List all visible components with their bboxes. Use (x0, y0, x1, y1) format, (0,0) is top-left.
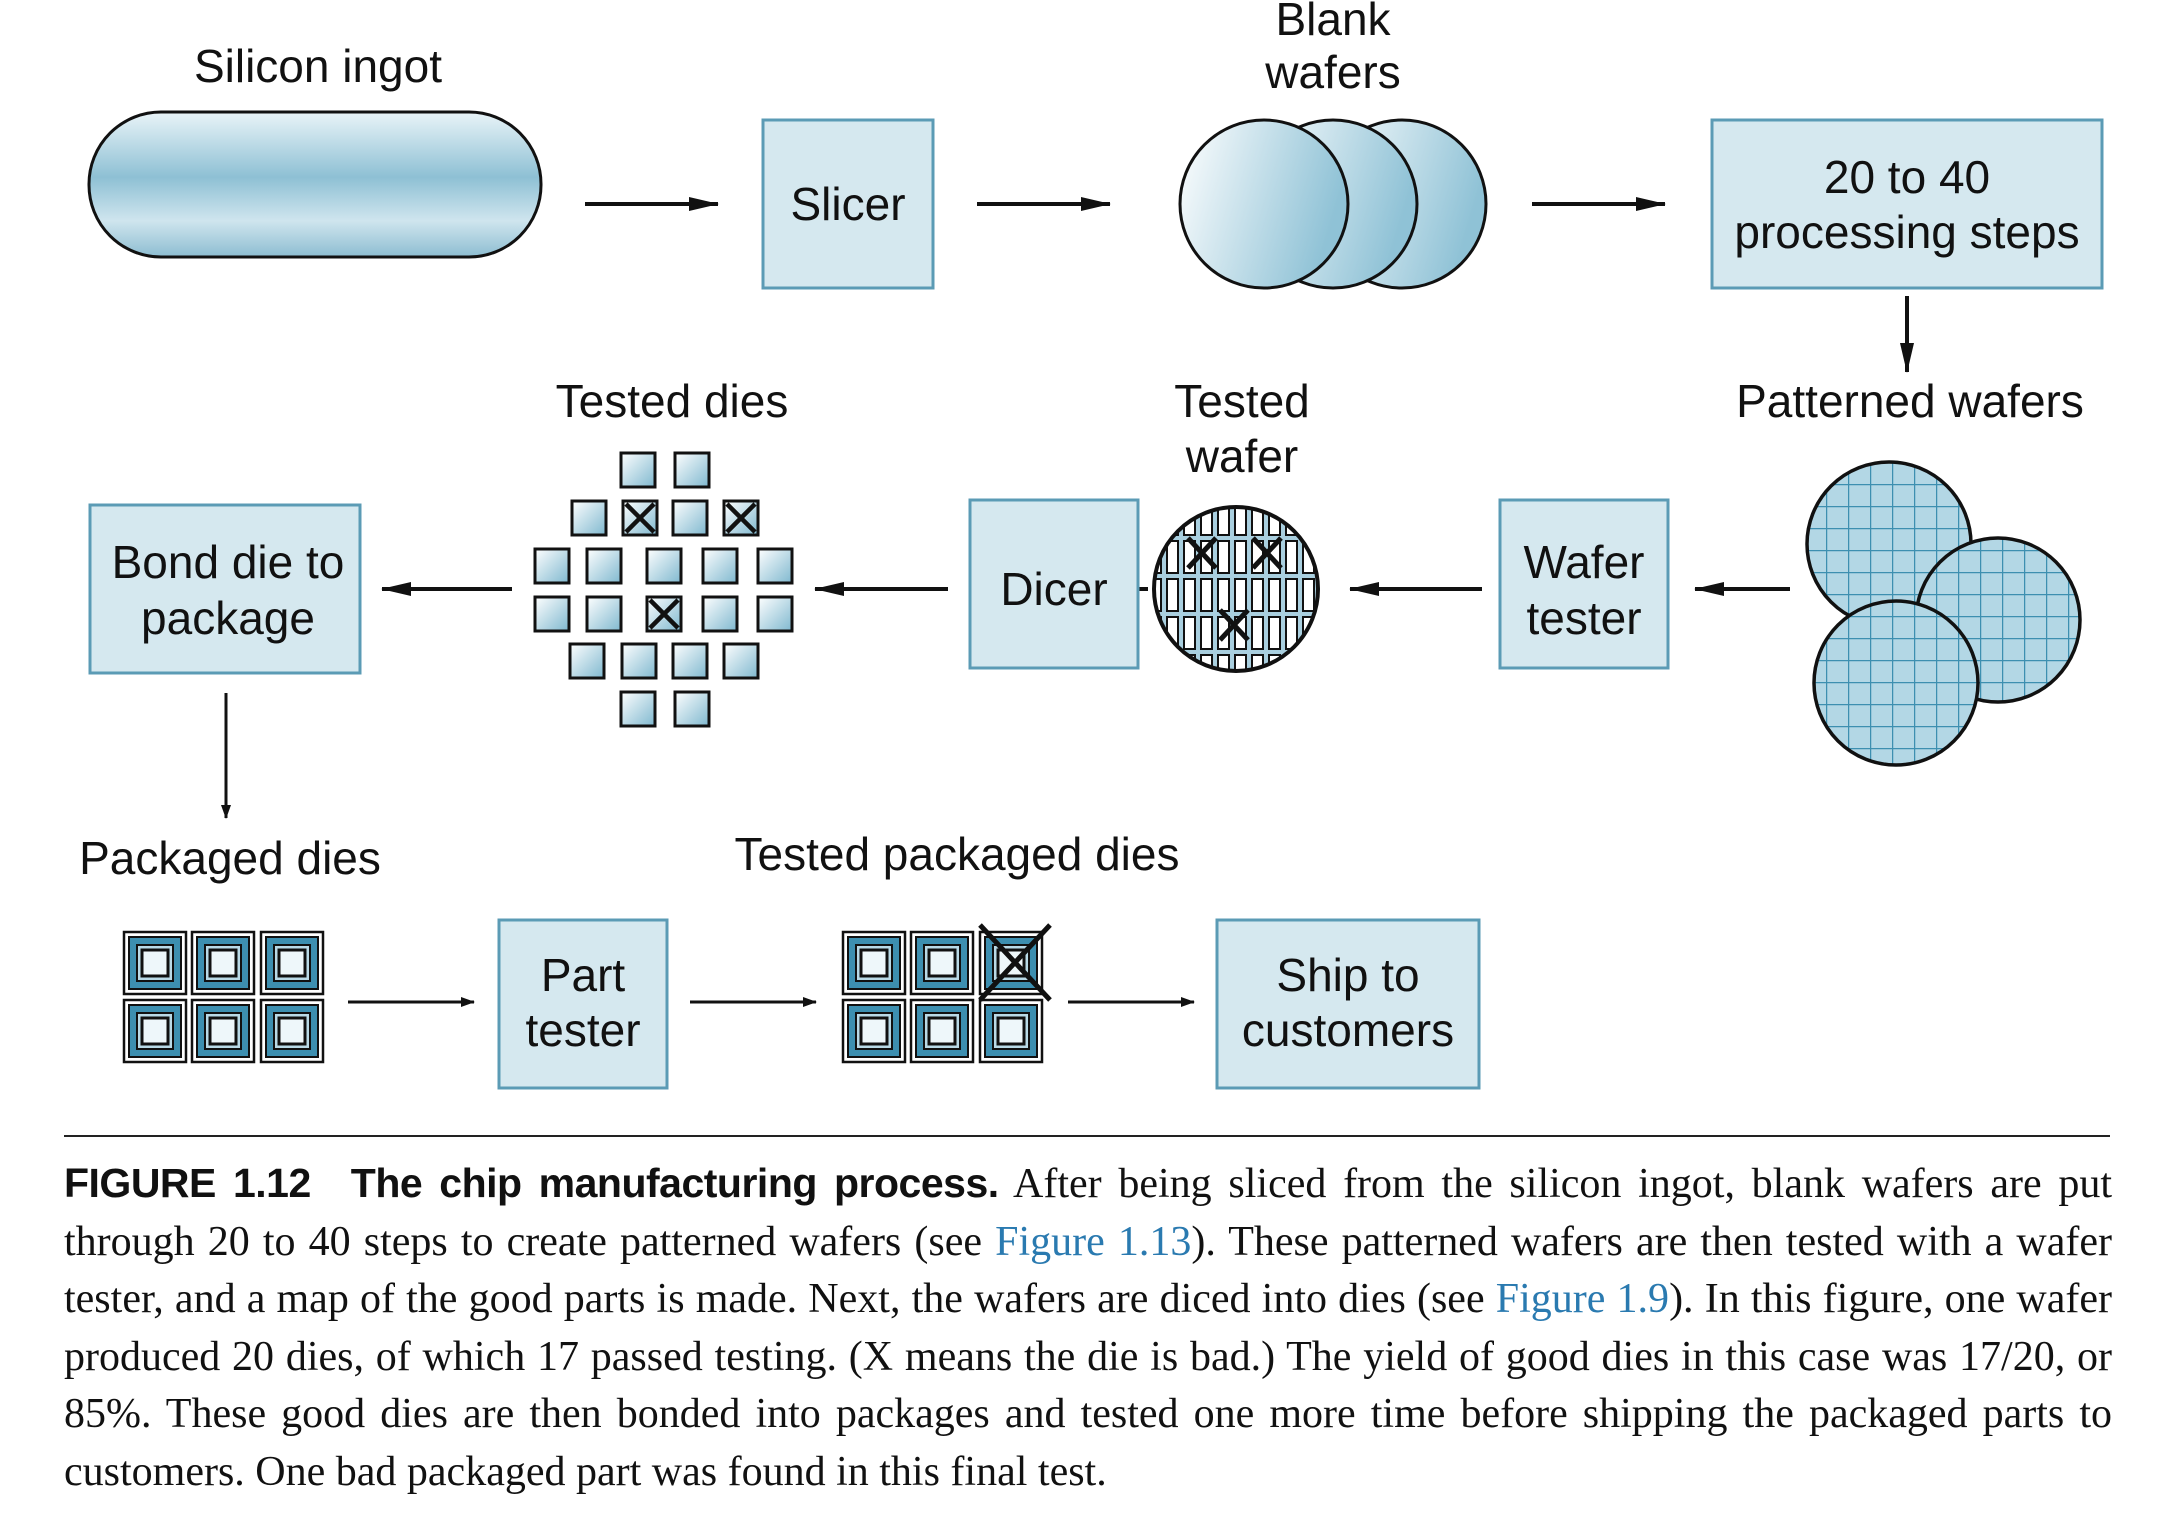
tested-wafer-label-1: Tested (1174, 375, 1310, 427)
dicer-box (968, 498, 1140, 670)
caption-text-3: ). In this figure, one wafer produced 20… (64, 1276, 2112, 1495)
patterned-wafers (1805, 460, 2082, 767)
figure-caption: FIGURE 1.12 The chip manufacturing proces… (64, 1155, 2112, 1501)
packaged-die (259, 930, 325, 996)
figure-title: The chip manufacturing process. (350, 1160, 999, 1206)
packaged-die (909, 930, 975, 996)
packaged-die (259, 998, 325, 1064)
bond-die-box (88, 503, 362, 675)
caption-text-2: ). These patterned wafers are then teste… (64, 1218, 2112, 1323)
die (722, 499, 760, 537)
die (621, 499, 659, 537)
packaged-die (841, 930, 907, 996)
die (645, 595, 683, 633)
packaged-dies (122, 930, 325, 1064)
die (585, 595, 623, 633)
ship-to-customers-label-1: Ship to (1276, 949, 1419, 1001)
bond-die-label-2: package (141, 592, 315, 644)
wafer-tester-label-1: Wafer (1524, 536, 1645, 588)
figure-link-1-9[interactable]: Figure 1.9 (1495, 1276, 1670, 1322)
die (701, 595, 739, 633)
die (673, 451, 711, 489)
die (620, 642, 658, 680)
die (533, 547, 571, 585)
processing-steps-label-2: processing steps (1734, 206, 2079, 258)
ship-to-customers-box (1215, 918, 1481, 1090)
tested-dies-label: Tested dies (556, 375, 789, 427)
packaged-die (190, 998, 256, 1064)
die (533, 595, 571, 633)
tested-wafer-bad-marks (1186, 536, 1283, 642)
slicer-box (761, 118, 935, 290)
die (701, 547, 739, 585)
die (585, 547, 623, 585)
tested-dies (533, 451, 794, 728)
blank-wafers (1178, 118, 1488, 290)
die (619, 451, 657, 489)
wafer-tester-label-2: tester (1526, 592, 1641, 644)
die (619, 690, 657, 728)
caption-text-1: After being sliced from the silicon ingo… (64, 1161, 2112, 1265)
tested-wafer-label-2: wafer (1185, 430, 1298, 482)
silicon-ingot-label: Silicon ingot (194, 40, 442, 92)
die (645, 547, 683, 585)
processing-steps-box (1710, 118, 2104, 290)
part-tester-box (497, 918, 669, 1090)
die (722, 642, 760, 680)
packaged-die (978, 998, 1044, 1064)
patterned-wafers-label: Patterned wafers (1736, 375, 2084, 427)
packaged-die (909, 998, 975, 1064)
die (756, 595, 794, 633)
die (568, 642, 606, 680)
tested-packaged-dies-label: Tested packaged dies (735, 828, 1180, 880)
part-tester-label-2: tester (525, 1004, 640, 1056)
figure-link-1-13[interactable]: Figure 1.13 (995, 1218, 1192, 1265)
die (570, 499, 608, 537)
wafer-tester-box (1498, 498, 1670, 670)
blank-wafer-1 (1178, 118, 1350, 290)
figure-number: FIGURE 1.12 (64, 1160, 311, 1206)
packaged-die (122, 930, 188, 996)
packaged-die (841, 998, 907, 1064)
packaged-die (122, 998, 188, 1064)
slicer-label: Slicer (790, 178, 905, 230)
ship-to-customers-label-2: customers (1242, 1004, 1454, 1056)
bond-die-label-1: Bond die to (112, 536, 345, 588)
patterned-wafer-1 (1805, 460, 1973, 628)
die (673, 690, 711, 728)
bad-package-mark (978, 923, 1052, 1002)
packaged-dies-label: Packaged dies (79, 832, 381, 884)
patterned-wafer-3 (1812, 599, 1980, 767)
blank-wafers-label-1: Blank (1275, 0, 1391, 45)
blank-wafers-label-2: wafers (1264, 46, 1400, 98)
processing-steps-label-1: 20 to 40 (1824, 151, 1990, 203)
packaged-die (190, 930, 256, 996)
tested-wafer (1152, 505, 1320, 673)
die (671, 642, 709, 680)
caption-divider (64, 1135, 2110, 1137)
chip-manufacturing-diagram: Silicon ingot Slicer Blank wafers 20 to … (79, 0, 2104, 1090)
die (756, 547, 794, 585)
die (671, 499, 709, 537)
part-tester-label-1: Part (541, 949, 626, 1001)
tested-packaged-dies (841, 923, 1052, 1064)
dicer-label: Dicer (1000, 563, 1107, 615)
silicon-ingot (87, 110, 543, 259)
